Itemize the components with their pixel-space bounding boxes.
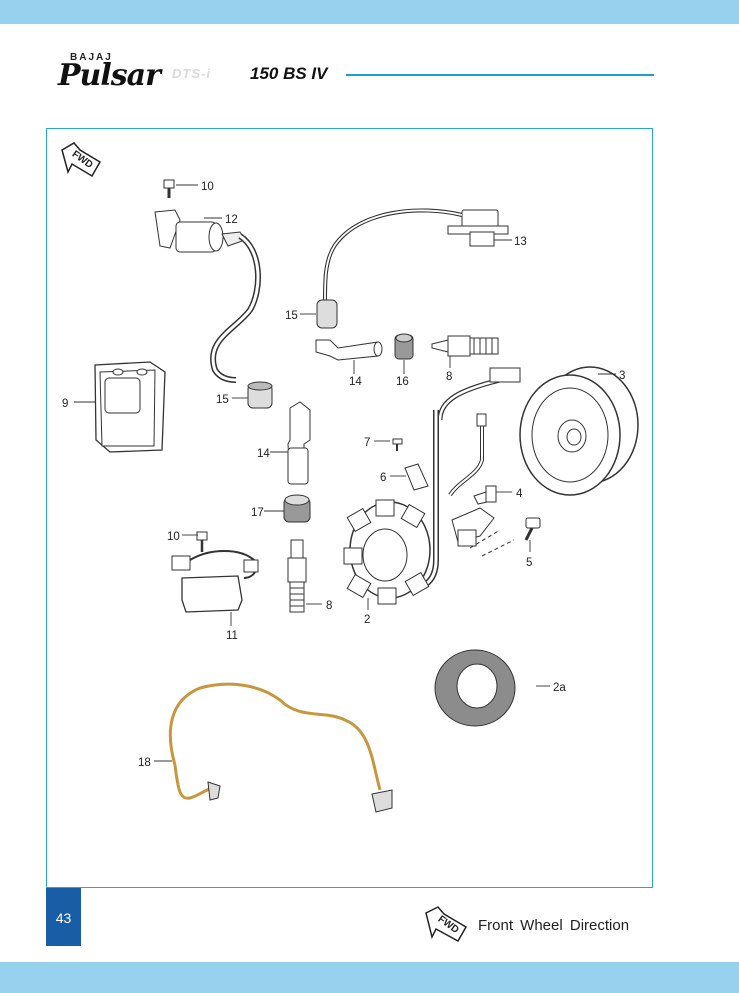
callout-10: 10 — [201, 181, 214, 193]
callout-9: 9 — [62, 398, 68, 410]
callout-8: 8 — [326, 600, 332, 612]
callout-6: 6 — [380, 472, 386, 484]
callout-3: 3 — [619, 370, 625, 382]
callout-14: 14 — [257, 448, 270, 460]
stator-bore — [456, 663, 498, 709]
brand-name: BAJAJ — [70, 52, 113, 63]
stator-assembly-icon — [343, 499, 431, 605]
leader-lines — [74, 184, 616, 762]
diagram-frame — [46, 128, 653, 888]
plug-cap-icon — [287, 401, 311, 485]
ignition-coil-icon — [154, 209, 246, 253]
regulator-rectifier-icon — [171, 550, 259, 613]
callout-7: 7 — [364, 437, 370, 449]
callout-17: 17 — [251, 507, 264, 519]
callout-15: 15 — [285, 310, 298, 322]
bolt-icon — [196, 531, 208, 552]
callout-labels: 10 12 13 15 14 16 8 3 9 15 7 14 6 4 17 10 5 2 8 11 2a 18 — [62, 181, 625, 769]
callout-10: 10 — [167, 531, 180, 543]
callout-5: 5 — [526, 557, 532, 569]
pulser-coil-icon — [451, 507, 495, 547]
grommet-icon — [394, 333, 414, 360]
cdi-unit-icon — [94, 361, 166, 453]
callout-2a: 2a — [553, 682, 566, 694]
spark-plug-icon — [431, 335, 499, 357]
callout-14: 14 — [349, 376, 362, 388]
model-logo: Pulsar — [58, 58, 161, 93]
callout-11: 11 — [226, 630, 238, 642]
legend-text: Front Wheel Direction — [478, 917, 630, 934]
clamp-icon — [404, 463, 429, 491]
plug-cap-icon — [315, 339, 383, 361]
bolt-icon — [473, 485, 497, 505]
model-suffix: DTS-i — [172, 66, 211, 81]
title-rule — [346, 74, 654, 76]
page-number-box: 43 — [46, 888, 81, 946]
model-variant: 150 BS IV — [250, 64, 328, 83]
screw-icon — [392, 438, 403, 451]
bottom-band — [0, 962, 739, 993]
callout-2: 2 — [364, 614, 370, 626]
callout-15: 15 — [216, 394, 229, 406]
grommet-icon — [283, 494, 311, 523]
page-number: 43 — [55, 910, 72, 926]
top-band — [0, 0, 739, 24]
suppressor-cap-icon — [316, 299, 338, 329]
callout-12: 12 — [225, 214, 238, 226]
stator-coil-detail-icon — [434, 649, 516, 727]
callout-8: 8 — [446, 371, 452, 383]
wiring-harness-icon — [168, 682, 393, 813]
bolt-icon — [163, 179, 175, 198]
fwd-arrow-icon: FWD — [61, 142, 102, 178]
bolt-icon — [524, 517, 541, 541]
coil-assembly-icon — [447, 209, 509, 247]
fwd-legend-icon: FWD — [425, 906, 468, 943]
callout-16: 16 — [396, 376, 409, 388]
callout-18: 18 — [138, 757, 151, 769]
callout-13: 13 — [514, 236, 527, 248]
flywheel-rotor-icon — [519, 366, 639, 496]
callout-4: 4 — [516, 488, 523, 500]
spark-plug-icon — [287, 539, 307, 613]
suppressor-cap-icon — [247, 381, 273, 409]
